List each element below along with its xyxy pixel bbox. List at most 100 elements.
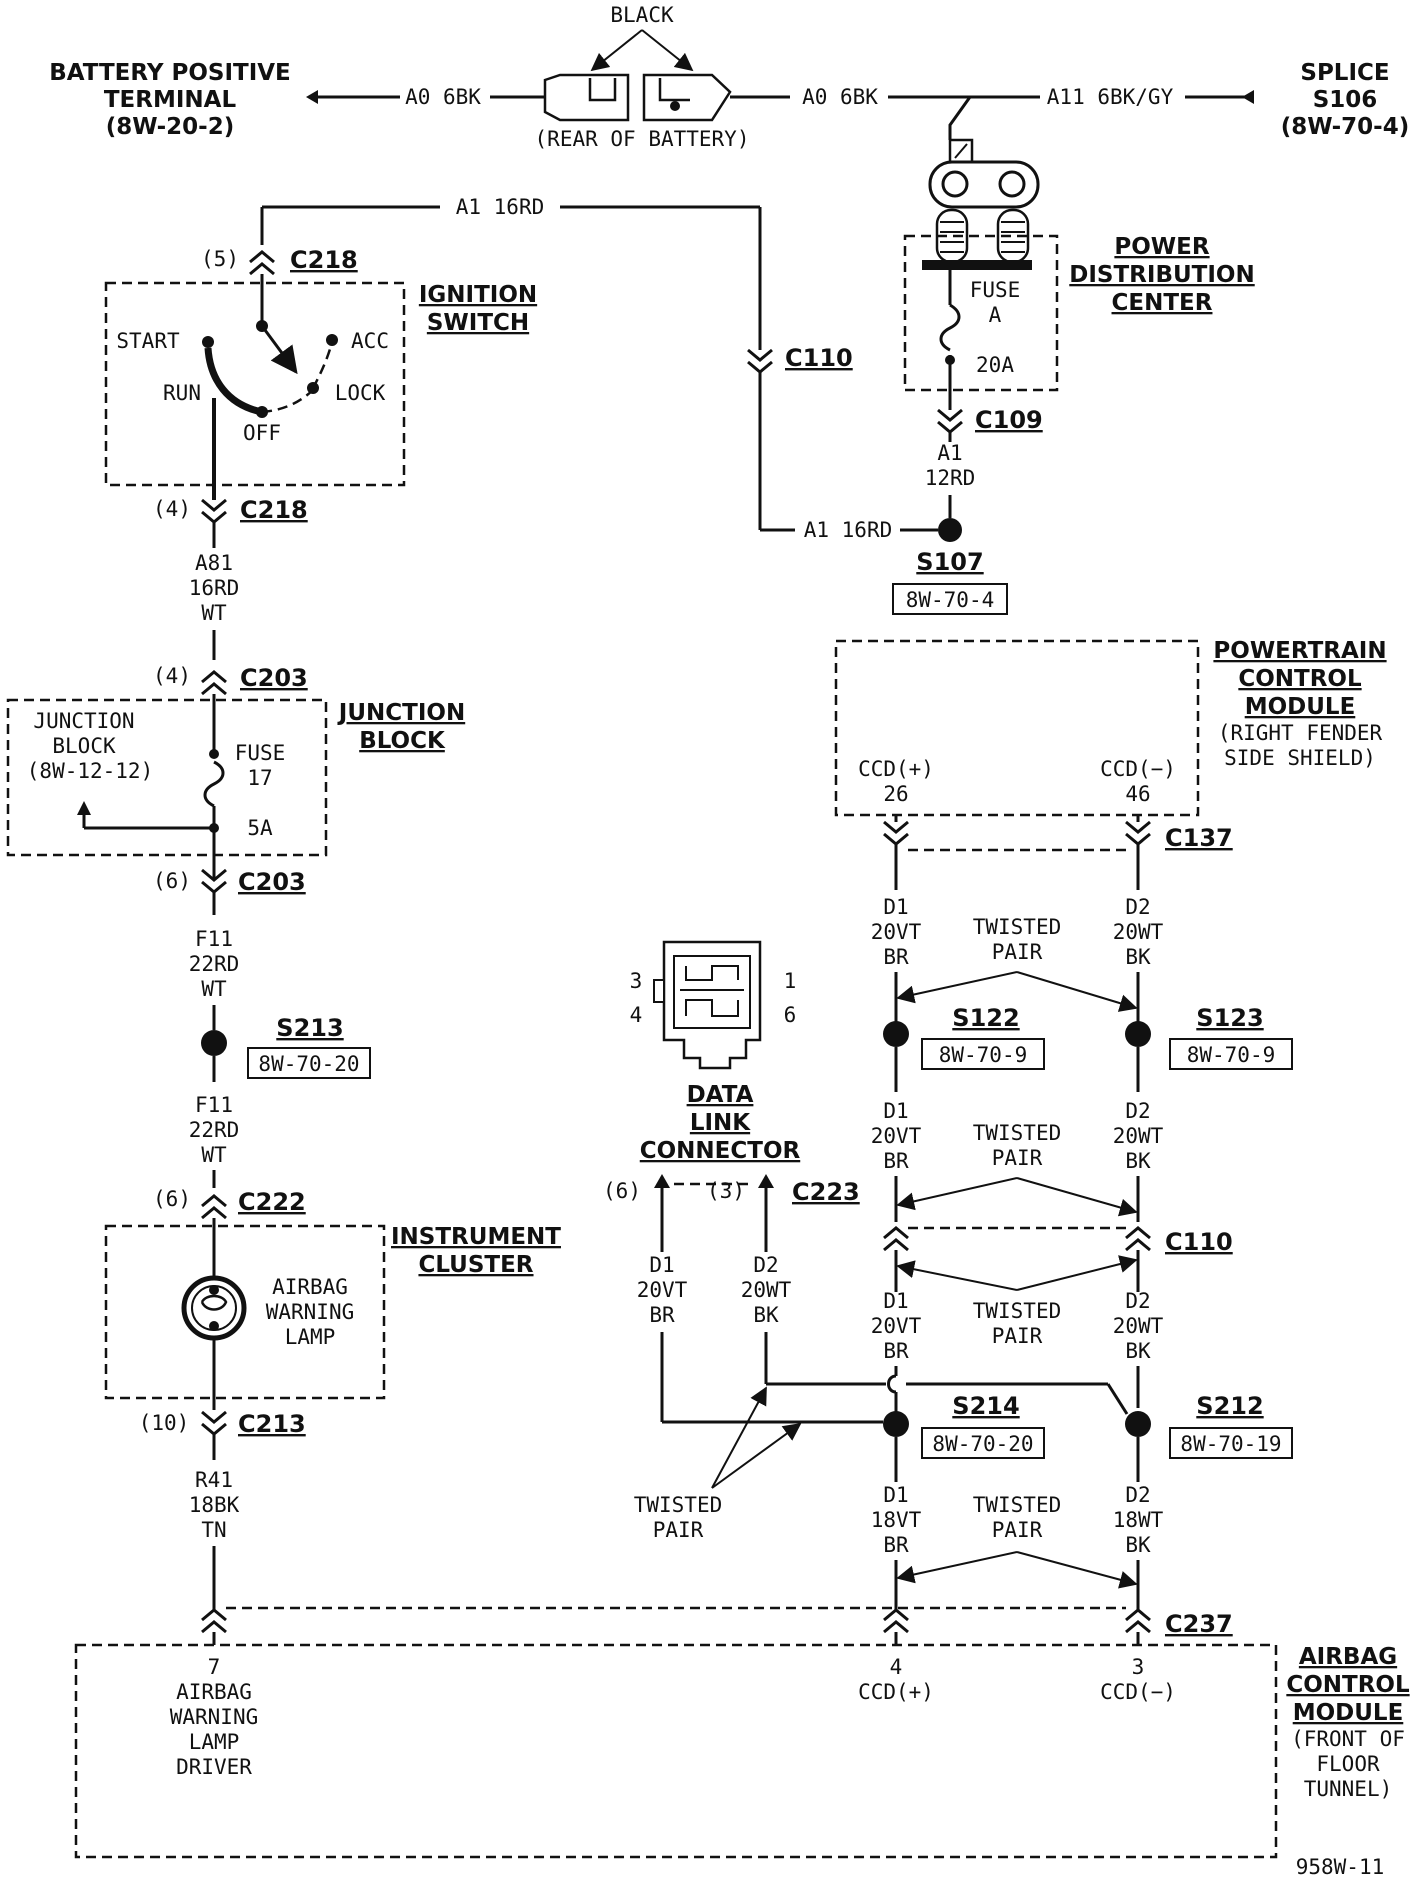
pdc-title-line2: DISTRIBUTION — [1069, 262, 1254, 288]
dlc-d1-gauge: 20VT — [637, 1278, 688, 1302]
cluster-title-line2: CLUSTER — [418, 1252, 533, 1278]
dlc-pin1: 1 — [784, 969, 797, 993]
d2-c-tracer: BK — [1125, 1339, 1151, 1363]
s213-name: S213 — [276, 1014, 343, 1042]
dlc-pin6: 6 — [784, 1003, 797, 1027]
top-a1-wire: A1 16RD C110 — [260, 195, 853, 530]
top-wire-label: A1 16RD — [456, 195, 545, 219]
wire-f11-lower-code: F11 — [195, 1093, 233, 1117]
cluster-pin-top: (6) — [153, 1187, 191, 1211]
d2-b-code: D2 — [1125, 1099, 1150, 1123]
dlc-title-line2: LINK — [690, 1110, 751, 1136]
dlc-d2-tracer: BK — [753, 1303, 779, 1327]
battery-negative-terminal — [543, 73, 630, 122]
junction-fuse-rating: 5A — [247, 816, 273, 840]
pcm-pin-minus-label: CCD(−) — [1100, 757, 1176, 781]
pcm-title-line3: MODULE — [1245, 694, 1356, 720]
ccd-bus-section-a: D1 20VT BR D2 20WT BK TWISTED PAIR S122 … — [871, 895, 1293, 1092]
d2-b-tracer: BK — [1125, 1149, 1151, 1173]
s212-ref: 8W-70-19 — [1180, 1432, 1281, 1456]
s107-ref: 8W-70-4 — [906, 588, 995, 612]
pdc-fuse-label: FUSE — [970, 278, 1021, 302]
d2-d-tracer: BK — [1125, 1533, 1151, 1557]
junction-inner-line2: BLOCK — [52, 734, 116, 758]
acm-pin7-line2: WARNING — [170, 1705, 259, 1729]
splice-s107-group: A1 16RD S107 8W-70-4 — [760, 518, 1008, 615]
d2-d-gauge: 18WT — [1113, 1508, 1164, 1532]
acm-pin4-label: CCD(+) — [858, 1680, 934, 1704]
acm-pin3-label: CCD(−) — [1100, 1680, 1176, 1704]
twisted-c-line2: PAIR — [992, 1324, 1043, 1348]
cluster-title-line1: INSTRUMENT — [391, 1224, 561, 1250]
wire-f11-lower-tracer: WT — [201, 1143, 227, 1167]
acm-pin7-line1: AIRBAG — [176, 1680, 252, 1704]
pdc-wire-gauge: 12RD — [925, 466, 976, 490]
powertrain-control-module: CCD(+) 26 CCD(−) 46 POWERTRAIN CONTROL M… — [834, 638, 1387, 890]
wire-f11-upper-code: F11 — [195, 927, 233, 951]
cluster-lamp-line3: LAMP — [285, 1325, 336, 1349]
d2-c-code: D2 — [1125, 1289, 1150, 1313]
ignition-title-line1: IGNITION — [419, 282, 537, 308]
acm-pin4: 4 — [890, 1655, 903, 1679]
twisted-c-line1: TWISTED — [973, 1299, 1062, 1323]
wire-f11-s213: F11 22RD WT S213 8W-70-20 F11 22RD WT — [189, 927, 371, 1188]
splice-s106-line2: S106 — [1313, 87, 1378, 113]
dlc-title-line1: DATA — [687, 1082, 754, 1108]
splice-s106-line1: SPLICE — [1300, 60, 1389, 86]
pcm-loc-line2: SIDE SHIELD) — [1224, 746, 1376, 770]
s122-name: S122 — [952, 1004, 1019, 1032]
junction-inner-line1: JUNCTION — [33, 709, 134, 733]
pdc-fuse-rating: 20A — [976, 353, 1014, 377]
twisted-a-line1: TWISTED — [973, 915, 1062, 939]
c110-right: C110 — [1165, 1228, 1233, 1256]
pcm-pin-minus-num: 46 — [1125, 782, 1150, 806]
acm-connector-c237: C237 — [1165, 1610, 1233, 1638]
d1-c-gauge: 20VT — [871, 1314, 922, 1338]
wire-r41-code: R41 — [195, 1468, 233, 1492]
cluster-lamp-line1: AIRBAG — [272, 1275, 348, 1299]
wire-r41-tracer: TN — [201, 1518, 226, 1542]
ignition-connector-top: C218 — [290, 246, 358, 274]
twisted-b-line1: TWISTED — [973, 1121, 1062, 1145]
acm-pin7-line3: LAMP — [189, 1730, 240, 1754]
pcm-pin-plus-num: 26 — [883, 782, 908, 806]
s107-name: S107 — [916, 548, 983, 576]
pcm-title-line2: CONTROL — [1238, 666, 1362, 692]
connector-c237: C237 — [201, 1600, 1233, 1645]
ignition-off: OFF — [243, 421, 281, 445]
acm-loc-line1: (FRONT OF — [1291, 1727, 1405, 1751]
pdc-title-line3: CENTER — [1112, 290, 1213, 316]
acm-loc-line3: TUNNEL) — [1304, 1777, 1393, 1801]
data-link-connector: 3 1 4 6 DATA LINK CONNECTOR (6) (3) C223… — [603, 940, 1129, 1542]
d1-a-gauge: 20VT — [871, 920, 922, 944]
wire-a81: A81 16RD WT — [189, 551, 239, 660]
ignition-acc: ACC — [351, 329, 389, 353]
ignition-connector-bottom: C218 — [240, 496, 308, 524]
acm-title-line1: AIRBAG — [1299, 1644, 1397, 1670]
dlc-d1-code: D1 — [649, 1253, 674, 1277]
d1-a-tracer: BR — [883, 945, 909, 969]
d1-b-tracer: BR — [883, 1149, 909, 1173]
dlc-d2-code: D2 — [753, 1253, 778, 1277]
acm-pin7-line4: DRIVER — [176, 1755, 252, 1779]
cluster-lamp-line2: WARNING — [266, 1300, 355, 1324]
junction-title-line1: JUNCTION — [337, 700, 465, 726]
d2-a-code: D2 — [1125, 895, 1150, 919]
pdc-title-line1: POWER — [1114, 234, 1209, 260]
s214-ref: 8W-70-20 — [932, 1432, 1033, 1456]
d1-a-code: D1 — [883, 895, 908, 919]
pdc-wire-code: A1 — [937, 441, 962, 465]
twisted-a-line2: PAIR — [992, 940, 1043, 964]
s107-wire: A1 16RD — [804, 518, 893, 542]
dlc-twisted-line1: TWISTED — [634, 1493, 723, 1517]
c110-top: C110 — [785, 344, 853, 372]
acm-title-line2: CONTROL — [1286, 1672, 1410, 1698]
d1-d-gauge: 18VT — [871, 1508, 922, 1532]
s123-name: S123 — [1196, 1004, 1263, 1032]
junction-fuse-label: FUSE — [235, 741, 286, 765]
d2-a-tracer: BK — [1125, 945, 1151, 969]
wire-f11-upper-tracer: WT — [201, 977, 227, 1001]
battery-pos-terminal-ref: (8W-20-2) — [106, 114, 234, 140]
battery-rear-label: (REAR OF BATTERY) — [535, 127, 750, 151]
ignition-lock: LOCK — [335, 381, 386, 405]
